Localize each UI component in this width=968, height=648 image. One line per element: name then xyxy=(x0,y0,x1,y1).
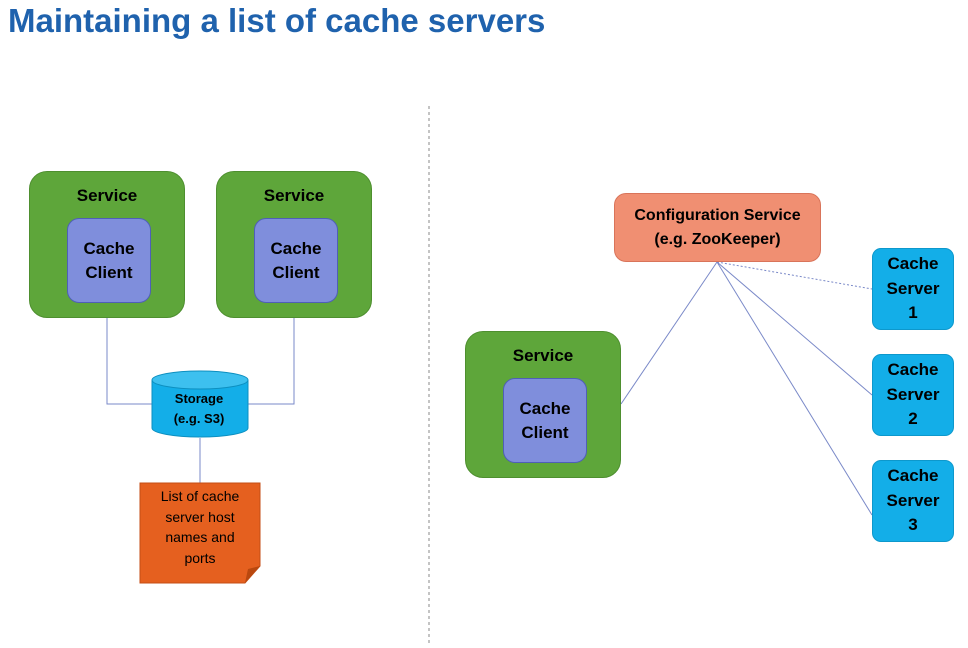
connector-config-server1 xyxy=(716,261,873,290)
cache-server-list-note: List of cache server host names and port… xyxy=(160,488,240,567)
note-shape xyxy=(139,482,261,584)
cache-server-3: Cache Server 3 xyxy=(872,460,954,542)
service-box-left-1: Service Cache Client xyxy=(29,171,185,318)
connector-service2-storage xyxy=(247,318,295,405)
service-label: Service xyxy=(263,186,325,205)
service-box-left-2: Service Cache Client xyxy=(216,171,372,318)
cache-client-box: Cache Client xyxy=(67,218,151,303)
cache-server-2: Cache Server 2 xyxy=(872,354,954,436)
configuration-service-box: Configuration Service (e.g. ZooKeeper) xyxy=(614,193,821,262)
connector-service1-storage xyxy=(106,318,152,405)
storage-cylinder xyxy=(151,370,249,438)
connector-config-server2 xyxy=(716,261,873,396)
storage-label: Storage (e.g. S3) xyxy=(173,391,225,426)
service-label: Service xyxy=(76,186,138,205)
cache-server-1: Cache Server 1 xyxy=(872,248,954,330)
connector-config-service xyxy=(620,261,718,405)
service-box-right: Service Cache Client xyxy=(465,331,621,478)
connector-config-server3 xyxy=(716,261,873,516)
cache-client-box: Cache Client xyxy=(254,218,338,303)
slide-title: Maintaining a list of cache servers xyxy=(8,2,546,39)
cache-client-box: Cache Client xyxy=(503,378,587,463)
service-label: Service xyxy=(512,346,574,365)
